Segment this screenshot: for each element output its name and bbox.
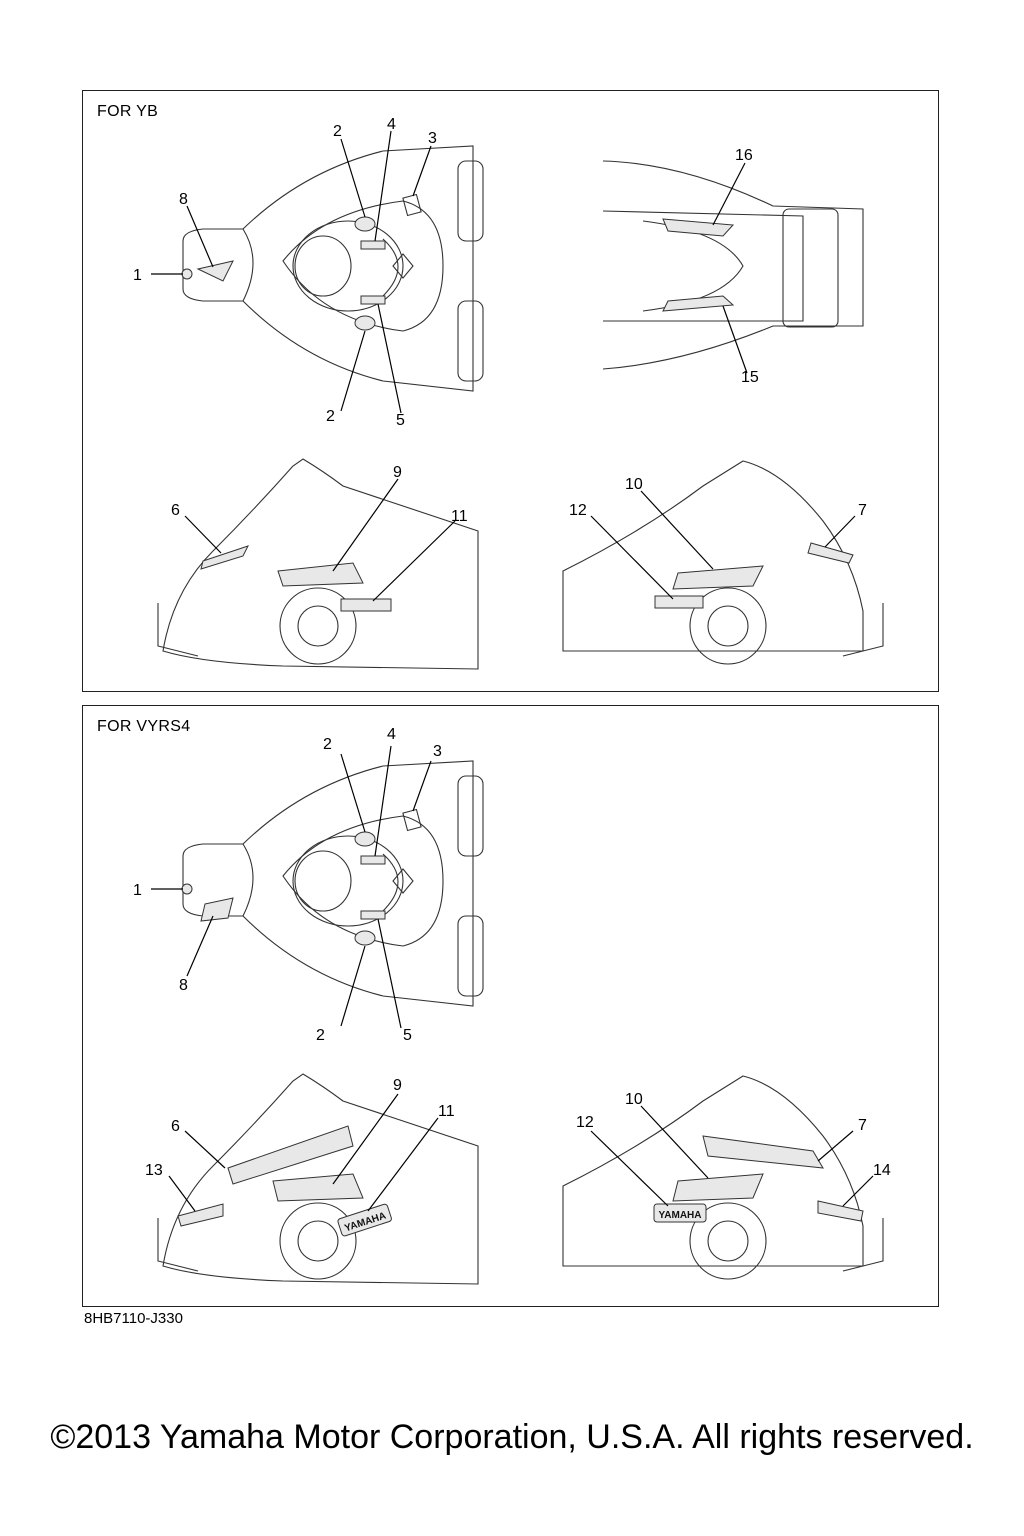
callout-16: 16 [735, 147, 753, 164]
top-view-drawing [181, 145, 484, 392]
callout-9: 9 [393, 1077, 402, 1094]
callout-7: 7 [858, 502, 867, 519]
callout-3: 3 [433, 743, 442, 760]
callout-13: 13 [145, 1162, 163, 1179]
callout-9: 9 [393, 464, 402, 481]
callout-4: 4 [387, 116, 396, 133]
yamaha-decal-text: YAMAHA [659, 1210, 702, 1221]
callout-15: 15 [741, 369, 759, 386]
callout-14: 14 [873, 1162, 891, 1179]
callout-7: 7 [858, 1117, 867, 1134]
copyright-notice: ©2013 Yamaha Motor Corporation, U.S.A. A… [50, 1418, 974, 1456]
leader-lines [151, 745, 874, 1212]
snowmobile-drawings-yb: 1 2 2 3 4 5 6 7 8 9 10 11 12 15 16 [133, 116, 884, 670]
callout-6: 6 [171, 1118, 180, 1135]
yamaha-decal-right: YAMAHA [653, 1203, 707, 1223]
diagram-panel-vyrs4: FOR VYRS4 [82, 705, 939, 1307]
callout-1: 1 [133, 267, 142, 284]
panel-title: FOR YB [97, 103, 159, 120]
callout-2: 2 [333, 123, 342, 140]
leader-lines [151, 130, 856, 602]
callout-11: 11 [451, 508, 468, 525]
callout-12: 12 [569, 502, 587, 519]
callout-2: 2 [323, 736, 332, 753]
left-side-view-drawing [157, 458, 479, 670]
callout-8: 8 [179, 191, 188, 208]
left-side-view-drawing [157, 1073, 479, 1285]
callout-labels: 1 2 2 3 4 5 6 7 8 9 10 11 12 15 16 [133, 116, 867, 525]
callout-1: 1 [133, 882, 142, 899]
diagram-panel-yb: FOR YB [82, 90, 939, 692]
snowmobile-drawings-vyrs4: YAMAHA YAMAHA 1 2 2 3 [133, 726, 891, 1285]
callout-10: 10 [625, 1091, 643, 1108]
callout-8: 8 [179, 977, 188, 994]
callout-2: 2 [326, 408, 335, 425]
part-code: 8HB7110-J330 [84, 1310, 183, 1327]
callout-5: 5 [403, 1027, 412, 1044]
callout-4: 4 [387, 726, 396, 743]
callout-11: 11 [438, 1103, 455, 1120]
right-side-view-drawing [562, 460, 884, 665]
right-side-view-drawing [562, 1075, 884, 1280]
yamaha-decal-left: YAMAHA [337, 1203, 392, 1237]
top-view-drawing [181, 760, 484, 1007]
callout-5: 5 [396, 412, 405, 429]
callout-2: 2 [316, 1027, 325, 1044]
callout-3: 3 [428, 130, 437, 147]
rear-top-view-drawing [602, 160, 864, 370]
callout-10: 10 [625, 476, 643, 493]
callout-6: 6 [171, 502, 180, 519]
panel-title: FOR VYRS4 [97, 718, 191, 735]
callout-12: 12 [576, 1114, 594, 1131]
callout-labels: 1 2 2 3 4 5 6 7 8 9 10 11 12 13 14 [133, 726, 891, 1179]
